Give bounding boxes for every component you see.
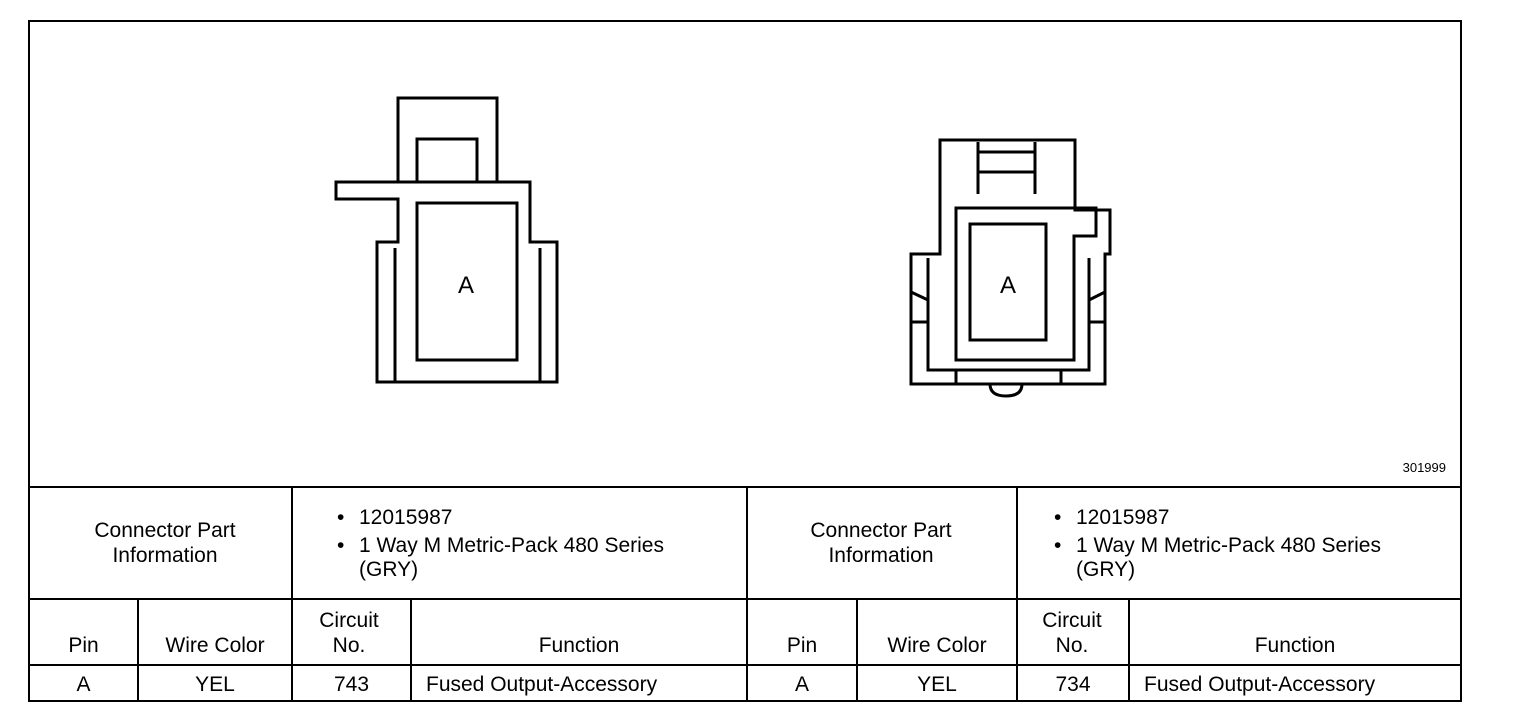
wire-color-cell: YEL	[195, 673, 235, 696]
figure-id: 301999	[1402, 460, 1446, 475]
table-row: A YEL 743 Fused Output-Accessory	[30, 666, 746, 702]
part-number: 12015987	[1054, 506, 1434, 530]
header-circuit-no: Circuit No.	[319, 609, 379, 657]
connector-part-info-label: Connector Part Information	[810, 519, 952, 567]
connector-description: 1 Way M Metric-Pack 480 Series (GRY)	[337, 534, 717, 582]
table-row: A YEL 734 Fused Output-Accessory	[748, 666, 1460, 702]
connector-part-info-list: 12015987 1 Way M Metric-Pack 480 Series …	[1054, 506, 1434, 582]
left-cavity-label: A	[458, 272, 474, 299]
connector-description: 1 Way M Metric-Pack 480 Series (GRY)	[1054, 534, 1434, 582]
header-pin: Pin	[68, 634, 99, 657]
function-cell: Fused Output-Accessory	[1144, 673, 1376, 696]
connector-drawing: A A	[334, 96, 1112, 398]
header-function: Function	[1254, 634, 1336, 657]
circuit-cell: 734	[1055, 673, 1091, 696]
circuit-cell: 743	[333, 673, 370, 696]
pinout-table: Connector Part Information 12015987 1 Wa…	[30, 486, 1460, 702]
connector-figure: A A 301999	[30, 22, 1460, 486]
connector-part-info-label: Connector Part Information	[94, 519, 236, 567]
header-circuit-no: Circuit No.	[1042, 609, 1102, 657]
header-pin: Pin	[786, 634, 818, 657]
left-connector-drawing	[334, 96, 559, 384]
right-connector-drawing	[909, 138, 1112, 398]
header-wire-color: Wire Color	[887, 634, 987, 657]
pin-cell: A	[76, 673, 91, 696]
connector-part-info-list: 12015987 1 Way M Metric-Pack 480 Series …	[337, 506, 717, 582]
header-function: Function	[538, 634, 620, 657]
right-cavity-label: A	[1000, 272, 1016, 299]
function-cell: Fused Output-Accessory	[426, 673, 658, 696]
connector-sheet: A A 301999 Connector Part Information 12…	[28, 20, 1462, 702]
header-wire-color: Wire Color	[165, 634, 265, 657]
wire-color-cell: YEL	[917, 673, 957, 696]
part-number: 12015987	[337, 506, 717, 530]
pin-cell: A	[794, 673, 809, 696]
